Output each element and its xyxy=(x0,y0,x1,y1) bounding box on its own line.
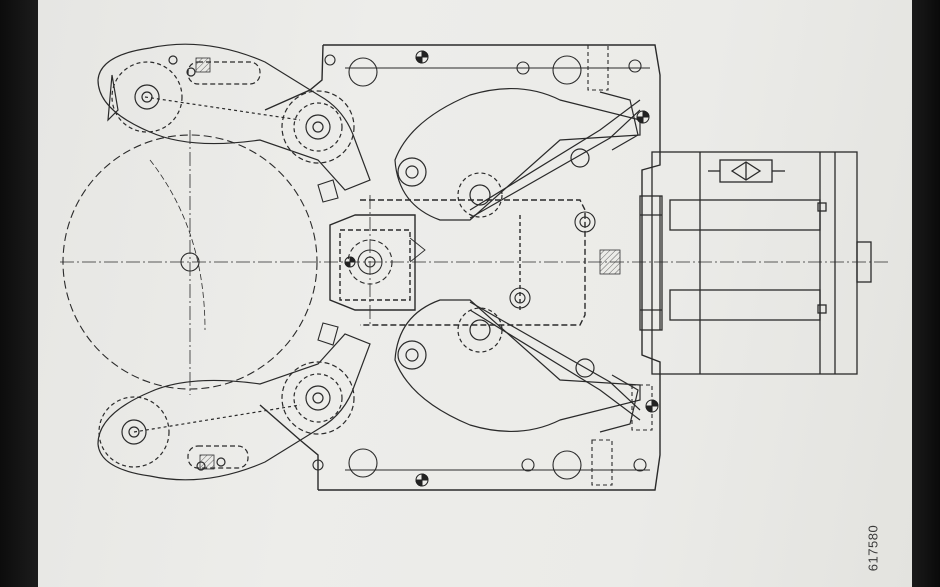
upper-jaw-arm xyxy=(97,43,371,191)
lower-jaw-arm xyxy=(97,333,371,481)
lower-linkage xyxy=(394,299,641,433)
centerlines xyxy=(60,130,890,395)
fixing-holes xyxy=(348,44,653,486)
paper-sheet xyxy=(38,0,912,587)
reference-number-text: 617580 xyxy=(865,524,881,572)
workpiece-circle xyxy=(62,134,318,390)
housing-body xyxy=(259,44,661,491)
hatched-details xyxy=(195,57,621,470)
center-markers xyxy=(344,50,659,487)
right-dark-border xyxy=(912,0,940,587)
center-pivot xyxy=(347,237,426,285)
clamp-pins xyxy=(312,54,339,471)
upper-linkage xyxy=(394,88,641,221)
left-dark-border xyxy=(0,0,38,587)
workpiece-center xyxy=(180,252,200,272)
cylinder-actuator xyxy=(639,151,872,375)
